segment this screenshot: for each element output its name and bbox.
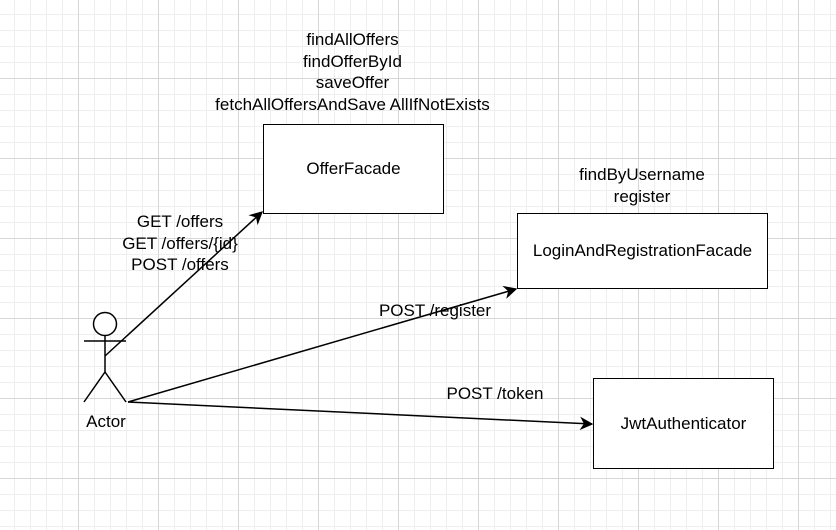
method-label: findOfferById bbox=[303, 51, 402, 71]
actor-right-leg bbox=[104, 371, 127, 403]
method-label: register bbox=[613, 186, 671, 206]
actor-figure[interactable] bbox=[83, 311, 127, 403]
jwt-authenticator-label: JwtAuthenticator bbox=[620, 413, 747, 433]
edge-actor-to-offer-facade[interactable] bbox=[104, 211, 263, 357]
endpoint-label: POST /offers bbox=[131, 255, 229, 274]
login-registration-facade-label: LoginAndRegistrationFacade bbox=[532, 241, 753, 260]
offer-facade-methods: findAllOffers findOfferById saveOffer fe… bbox=[200, 29, 505, 115]
token-endpoint-label: POST /token bbox=[446, 384, 544, 403]
offer-facade-label: OfferFacade bbox=[306, 159, 401, 178]
method-label: fetchAllOffersAndSave AllIfNotExists bbox=[215, 94, 490, 114]
edge-actor-to-jwt-authenticator[interactable] bbox=[127, 401, 594, 431]
login-registration-facade-box[interactable]: LoginAndRegistrationFacade bbox=[517, 213, 768, 289]
method-label: findByUsername bbox=[579, 165, 705, 184]
endpoint-label: GET /offers/{id} bbox=[122, 233, 238, 253]
actor-label: Actor bbox=[86, 412, 126, 431]
offer-endpoints-label: GET /offers GET /offers/{id} POST /offer… bbox=[100, 211, 260, 276]
jwt-authenticator-box[interactable]: JwtAuthenticator bbox=[593, 378, 774, 469]
login-facade-methods: findByUsername register bbox=[552, 164, 732, 207]
register-endpoint-label: POST /register bbox=[378, 301, 492, 320]
edge-actor-to-login-facade[interactable] bbox=[127, 285, 518, 403]
method-label: saveOffer bbox=[315, 73, 390, 92]
actor-left-leg bbox=[83, 371, 106, 403]
endpoint-label: GET /offers bbox=[136, 212, 224, 231]
actor-head bbox=[92, 311, 118, 337]
method-label: findAllOffers bbox=[306, 30, 399, 49]
offer-facade-box[interactable]: OfferFacade bbox=[263, 124, 444, 214]
